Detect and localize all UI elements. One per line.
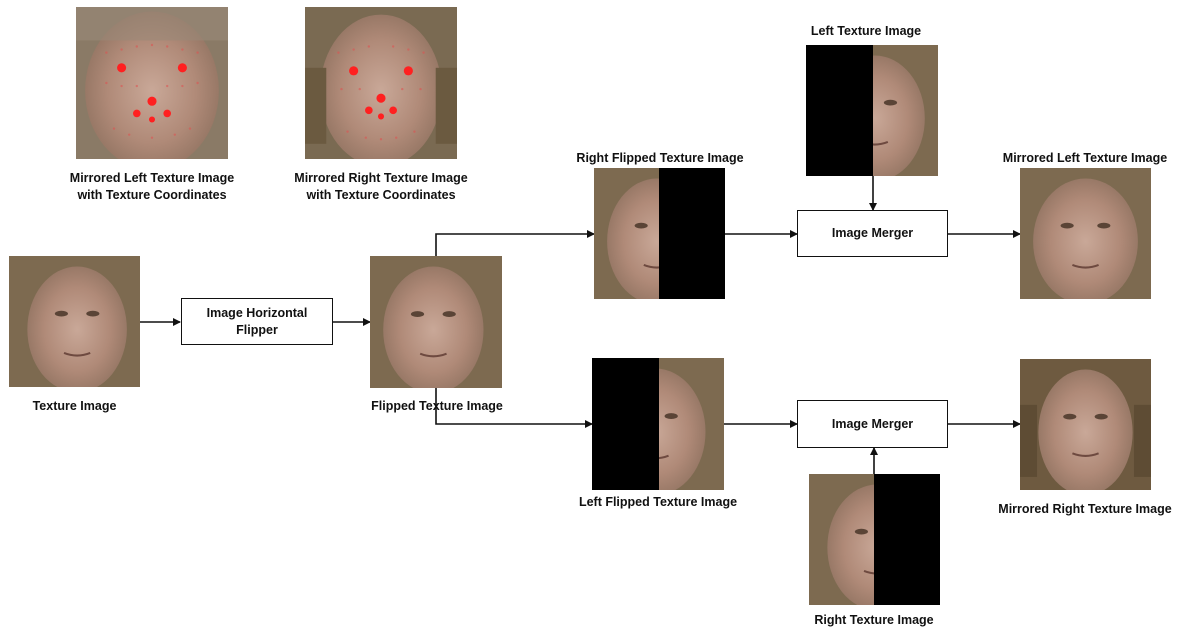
right-flipped-texture-image <box>594 168 725 299</box>
image-merger-top: Image Merger <box>797 210 948 257</box>
left-texture-image-label: Left Texture Image <box>810 24 922 38</box>
right-texture-image-label: Right Texture Image <box>814 613 934 627</box>
left-texture-image <box>806 45 938 176</box>
texture-image <box>9 256 140 387</box>
left-flipped-texture-image <box>592 358 724 490</box>
black-mask-left-half <box>806 45 873 176</box>
black-mask-right-half <box>659 168 725 299</box>
mirrored-left-coords-image <box>76 7 228 159</box>
black-mask-left-half <box>592 358 659 490</box>
left-flipped-texture-image-label: Left Flipped Texture Image <box>578 495 738 509</box>
mirrored-right-coords-label: Mirrored Right Texture Image with Textur… <box>294 171 468 202</box>
flipped-texture-image <box>370 256 502 388</box>
mirrored-right-coords-image <box>305 7 457 159</box>
mirrored-right-texture-image-label: Mirrored Right Texture Image <box>998 502 1172 516</box>
arrow-flipped-to-right-flipped <box>435 230 595 257</box>
mirrored-left-texture-image <box>1020 168 1151 299</box>
image-merger-bottom: Image Merger <box>797 400 948 448</box>
mirrored-right-texture-image <box>1020 359 1151 490</box>
image-horizontal-flipper: Image Horizontal Flipper <box>181 298 333 345</box>
arrow-flipped-to-left-flipped <box>435 388 593 428</box>
texture-image-label: Texture Image <box>32 399 117 413</box>
right-flipped-texture-image-label: Right Flipped Texture Image <box>576 151 744 165</box>
mirrored-left-texture-image-label: Mirrored Left Texture Image <box>1002 151 1168 165</box>
right-texture-image <box>809 474 940 605</box>
black-mask-right-half <box>874 474 940 605</box>
mirrored-left-coords-label: Mirrored Left Texture Image with Texture… <box>69 171 235 202</box>
flipped-texture-image-label: Flipped Texture Image <box>371 399 503 413</box>
